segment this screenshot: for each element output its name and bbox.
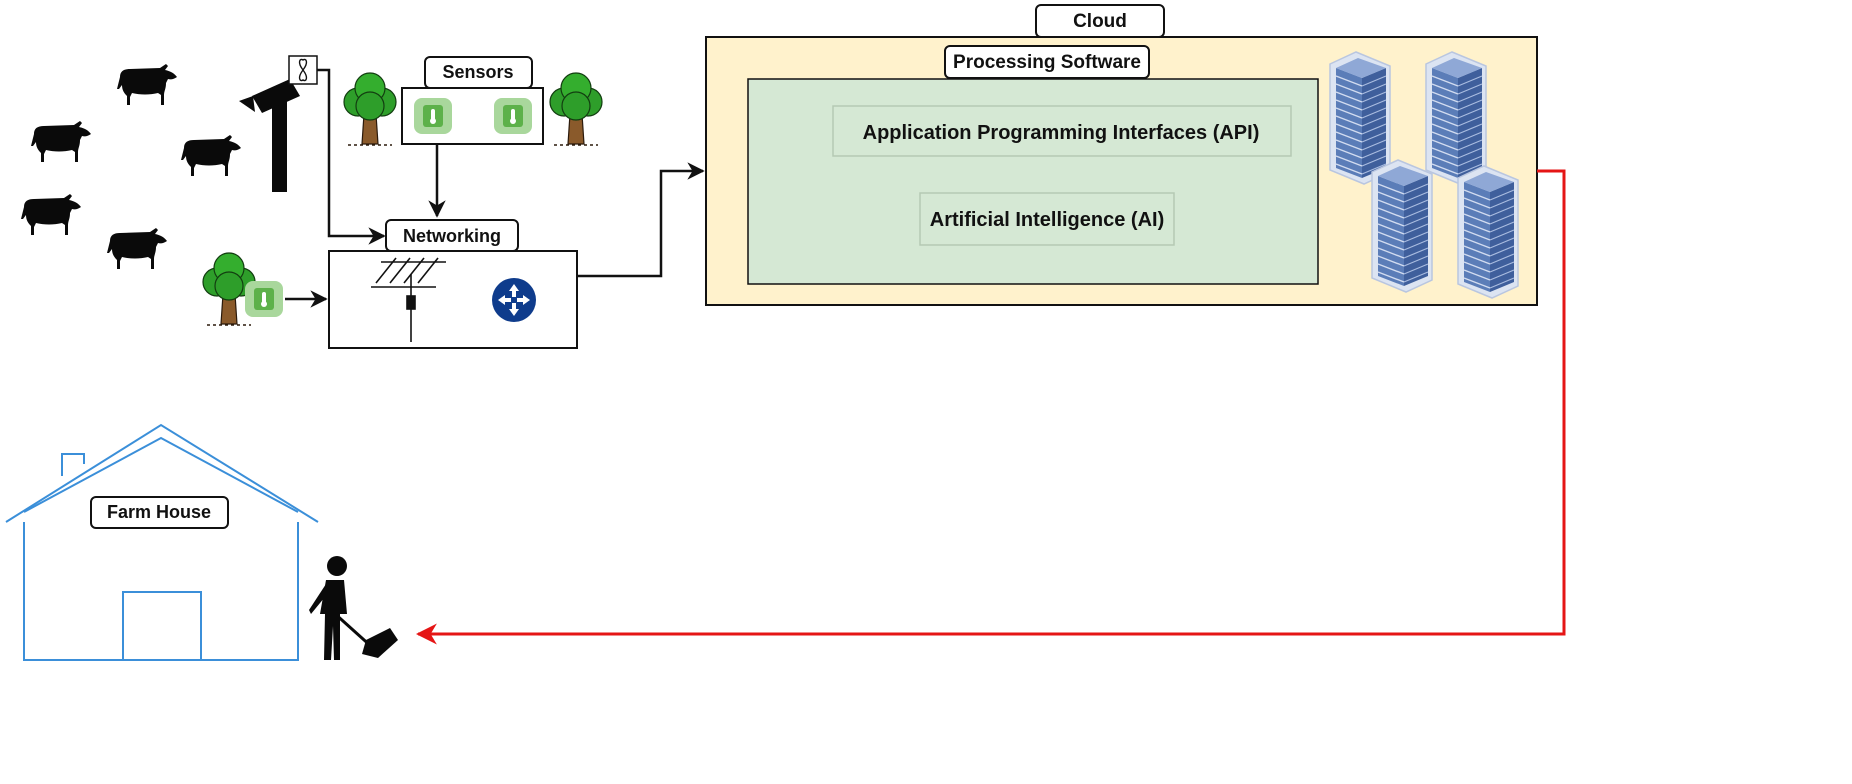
api-box	[832, 105, 1292, 157]
cloud-label: Cloud	[1073, 11, 1127, 32]
networking-group: Networking	[328, 219, 578, 349]
cow-icon	[181, 135, 241, 176]
networking-container	[328, 250, 578, 349]
cloud-label-box	[1035, 4, 1165, 38]
livestock-herd	[21, 64, 241, 269]
cloud-to-farmer-arrow	[415, 169, 1566, 645]
processing-software-label-box	[944, 45, 1150, 79]
sensors-label-box	[424, 56, 533, 89]
thermometer-sensor-icon	[414, 98, 452, 134]
networking-to-cloud-arrow	[577, 162, 705, 278]
farm-house-label: Farm House	[107, 502, 211, 522]
antenna-icon	[371, 257, 446, 342]
networking-label-box	[385, 219, 519, 252]
cloud-group: Cloud Processing Software Application Pr…	[705, 4, 1538, 306]
ai-box	[919, 192, 1175, 246]
sensors-group: Sensors	[401, 56, 544, 145]
tree-icon	[343, 72, 397, 146]
iot-farm-diagram: Cloud Processing Software Application Pr…	[5, 4, 1566, 661]
camera-to-networking-arrow	[317, 68, 386, 245]
fan-icon	[288, 55, 318, 85]
ai-label: Artificial Intelligence (AI)	[930, 209, 1164, 231]
thermometer-sensor-icon	[245, 281, 283, 317]
sensors-label: Sensors	[442, 62, 513, 82]
thermometer-sensor-icon	[494, 98, 532, 134]
cow-icon	[31, 121, 91, 162]
connectors	[285, 68, 705, 308]
tree-icon	[549, 72, 603, 146]
farm-house-label-box	[90, 496, 229, 529]
processing-software-label: Processing Software	[953, 52, 1141, 73]
cow-icon	[117, 64, 177, 105]
house-icon	[5, 423, 319, 661]
api-label: Application Programming Interfaces (API)	[863, 122, 1260, 144]
cow-icon	[107, 228, 167, 269]
farmer-icon	[309, 556, 398, 660]
networking-label: Networking	[403, 226, 501, 246]
router-icon	[492, 278, 536, 322]
cow-icon	[21, 194, 81, 235]
security-camera-icon	[239, 79, 300, 192]
